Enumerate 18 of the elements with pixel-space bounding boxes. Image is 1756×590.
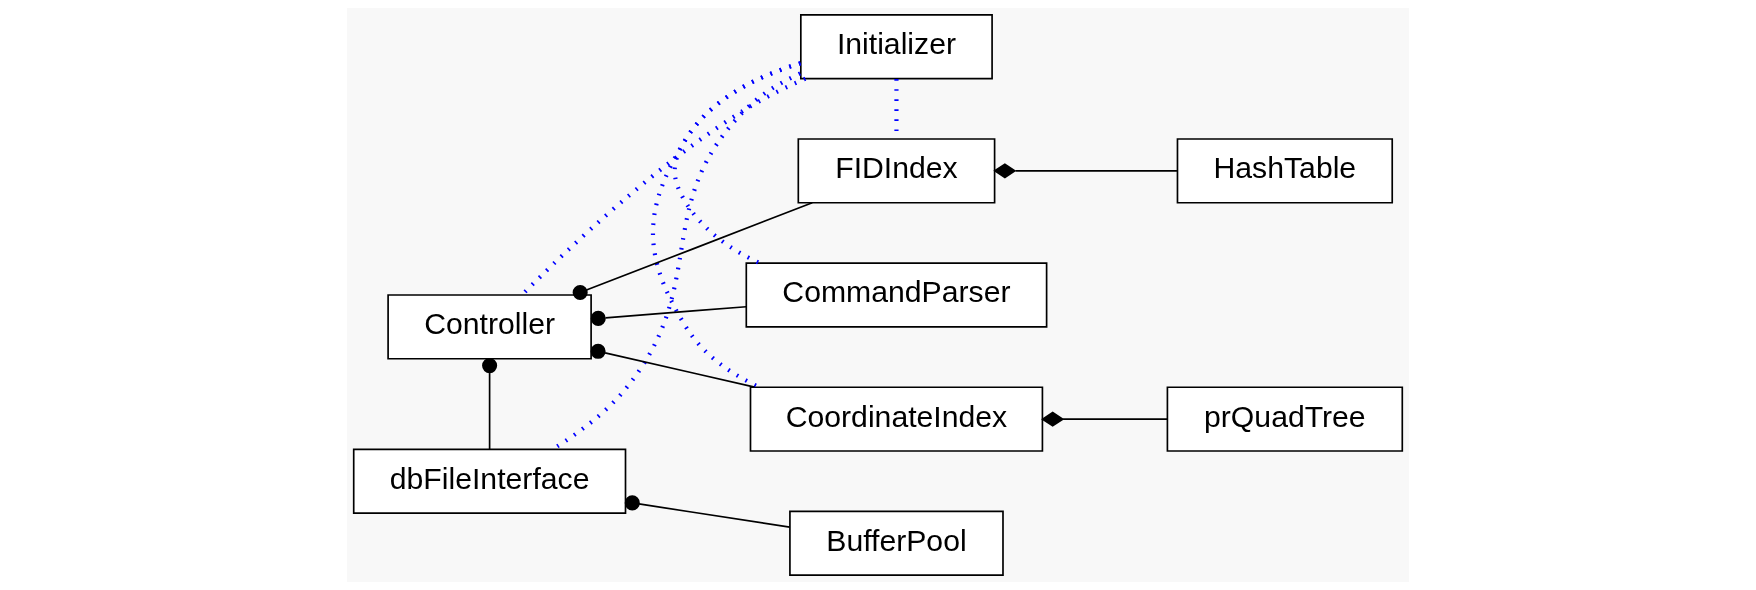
node-box: dbFileInterface — [352, 448, 627, 514]
node-box: HashTable — [1176, 138, 1394, 204]
node-box: FIDIndex — [797, 138, 996, 204]
node-box: BufferPool — [789, 510, 1004, 576]
connector — [590, 343, 756, 388]
connector — [624, 495, 791, 528]
connector — [590, 305, 748, 326]
connector — [1041, 411, 1169, 427]
node-box: prQuadTree — [1166, 386, 1404, 452]
node-box: Initializer — [800, 14, 993, 80]
connector — [650, 61, 802, 389]
connector — [993, 163, 1178, 179]
node-box: Controller — [387, 294, 592, 360]
connector — [482, 358, 498, 451]
node-box: CommandParser — [745, 262, 1048, 328]
connector — [521, 76, 807, 296]
connector — [572, 201, 814, 301]
node-box: CoordinateIndex — [749, 386, 1044, 452]
